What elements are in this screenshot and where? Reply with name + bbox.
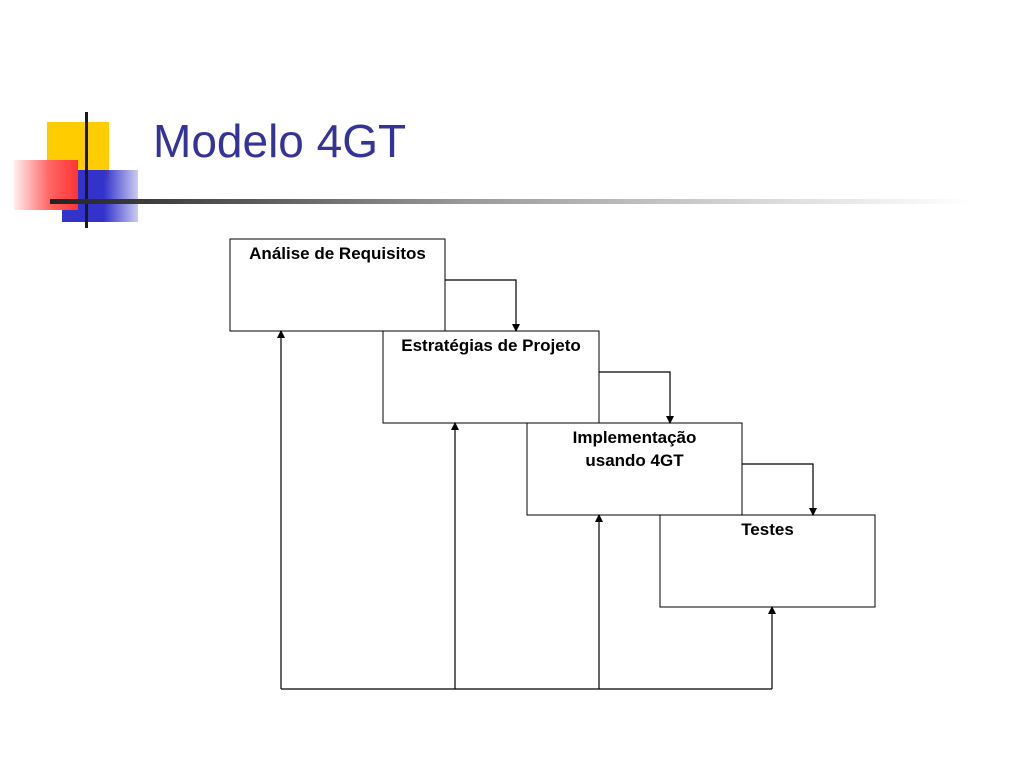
page-title: Modelo 4GT (153, 115, 407, 167)
forward-arrow (445, 279, 520, 332)
forward-arrow (599, 371, 674, 424)
step-box-testes: Testes (659, 514, 876, 608)
step-label: Implementação (573, 428, 697, 447)
step-label: Estratégias de Projeto (401, 336, 581, 355)
step-box-rect (382, 330, 600, 424)
step-box-rect (526, 422, 743, 516)
step-box-estrategias-projeto: Estratégias de Projeto (382, 330, 600, 424)
step-box-rect (229, 238, 446, 332)
forward-arrow (742, 463, 817, 516)
step-box-implementacao-4gt: Implementação usando 4GT (526, 422, 743, 516)
step-label: usando 4GT (585, 451, 684, 470)
title-underline-rule (50, 199, 970, 204)
step-label: Análise de Requisitos (249, 244, 426, 263)
step-box-analise-requisitos: Análise de Requisitos (229, 238, 446, 332)
step-box-rect (659, 514, 876, 608)
decorative-vertical-rule (85, 112, 88, 228)
step-label: Testes (741, 520, 794, 539)
